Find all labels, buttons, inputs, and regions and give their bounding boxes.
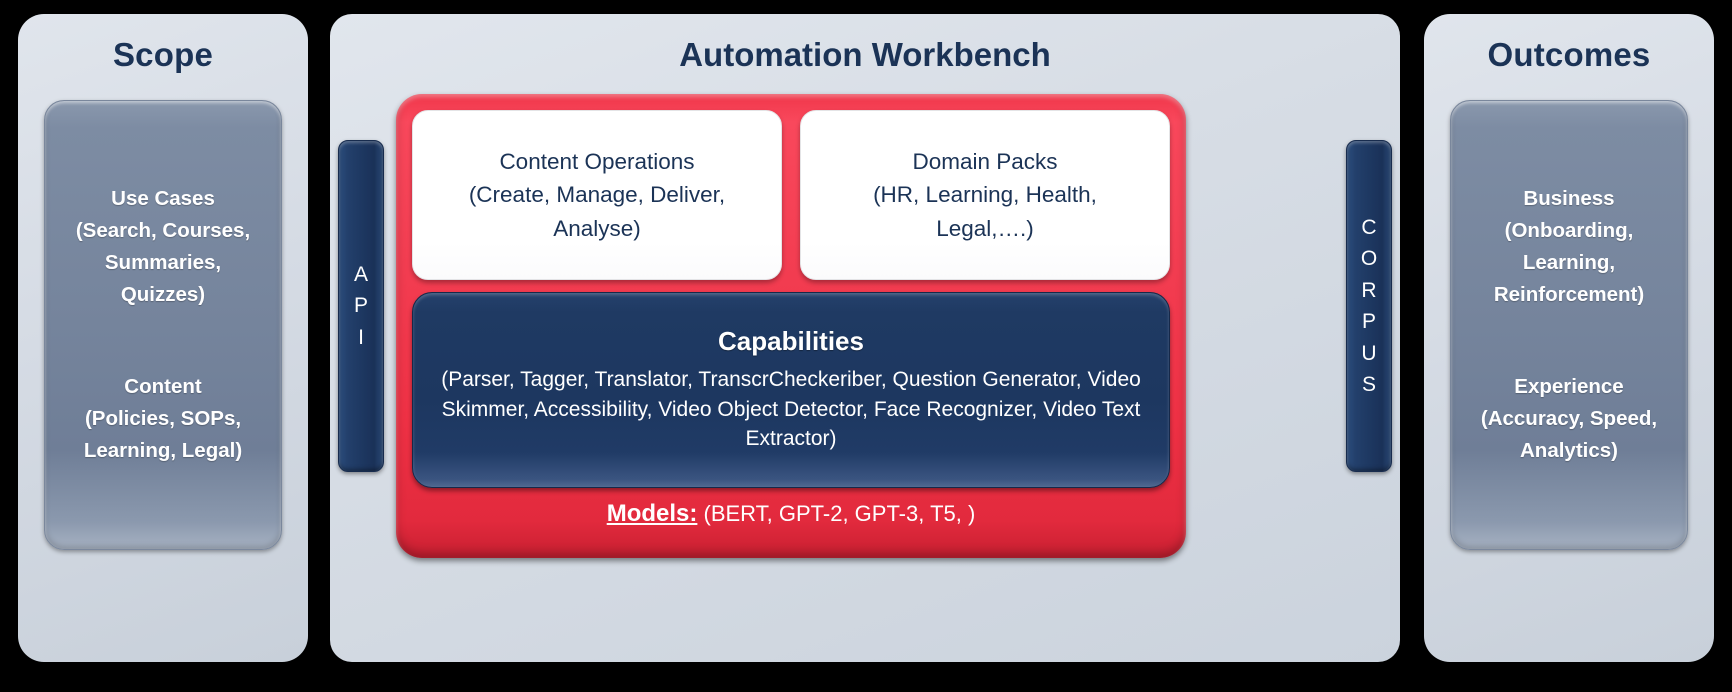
scope-panel: Scope Use Cases(Search, Courses,Summarie… (18, 14, 308, 662)
models-row: Models: (BERT, GPT-2, GPT-3, T5, ) (412, 502, 1170, 526)
platform-top-row: Content Operations(Create, Manage, Deliv… (412, 110, 1170, 280)
content-operations-card[interactable]: Content Operations(Create, Manage, Deliv… (412, 110, 782, 280)
outcomes-panel: Outcomes Business(Onboarding,Learning,Re… (1424, 14, 1714, 662)
capabilities-body: (Parser, Tagger, Translator, TranscrChec… (441, 367, 1141, 451)
scope-title: Scope (112, 36, 214, 73)
models-label: Models: (606, 500, 698, 527)
scope-inner-card: Use Cases(Search, Courses,Summaries,Quiz… (44, 100, 282, 550)
capabilities-card[interactable]: Capabilities (Parser, Tagger, Translator… (412, 292, 1170, 488)
capabilities-title: Capabilities (718, 325, 864, 356)
workbench-title: Automation Workbench (679, 36, 1051, 73)
domain-packs-card[interactable]: Domain Packs(HR, Learning, Health,Legal,… (800, 110, 1170, 280)
outcomes-inner-card: Business(Onboarding,Learning,Reinforceme… (1450, 100, 1688, 550)
scope-block-use-cases: Use Cases(Search, Courses,Summaries,Quiz… (75, 187, 251, 307)
models-value: (BERT, GPT-2, GPT-3, T5, ) (697, 501, 976, 526)
outcomes-title: Outcomes (1487, 36, 1651, 73)
outcomes-block-business: Business(Onboarding,Learning,Reinforceme… (1493, 187, 1645, 307)
platform-container: Content Operations(Create, Manage, Deliv… (396, 94, 1186, 558)
scope-block-content: Content(Policies, SOPs,Learning, Legal) (83, 374, 243, 462)
outcomes-block-experience: Experience(Accuracy, Speed,Analytics) (1480, 374, 1658, 462)
